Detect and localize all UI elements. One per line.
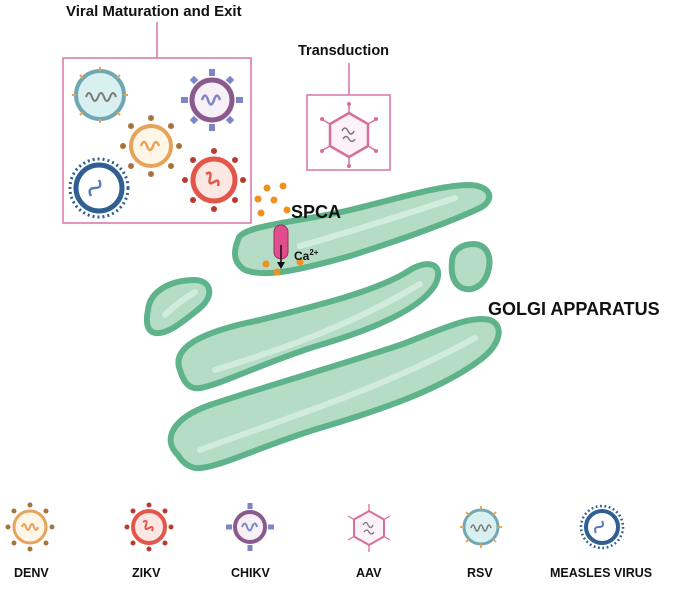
denv-virus-icon bbox=[120, 115, 182, 177]
legend-label-rsv: RSV bbox=[467, 566, 493, 580]
zikv-virus-icon bbox=[182, 148, 246, 212]
legend-chikv-icon bbox=[226, 503, 274, 551]
golgi-label: GOLGI APPARATUS bbox=[488, 299, 660, 319]
calcium-label: Ca2+ bbox=[294, 248, 319, 263]
transduction-box bbox=[306, 94, 391, 171]
golgi-vesicle-right bbox=[448, 241, 493, 293]
measles-virus-icon bbox=[68, 157, 130, 219]
legend-label-zikv: ZIKV bbox=[132, 566, 161, 580]
golgi-apparatus bbox=[143, 182, 502, 472]
legend-measles-icon bbox=[579, 504, 625, 550]
chikv-virus-icon bbox=[181, 69, 243, 131]
rsv-virus-icon bbox=[72, 67, 128, 123]
spca-label: SPCA bbox=[291, 202, 342, 222]
maturation-title: Viral Maturation and Exit bbox=[66, 3, 242, 20]
legend-aav-icon bbox=[347, 504, 391, 552]
legend-rsv-icon bbox=[460, 506, 502, 548]
legend-denv-icon bbox=[5, 502, 55, 552]
legend-label-denv: DENV bbox=[14, 566, 49, 580]
aav-virus-icon bbox=[320, 102, 378, 168]
golgi-highlights bbox=[162, 195, 478, 453]
golgi-cisterna-middle bbox=[175, 261, 442, 392]
legend-label-measles: MEASLES VIRUS bbox=[550, 566, 653, 580]
legend-label-aav: AAV bbox=[356, 566, 382, 580]
calcium-ions bbox=[254, 182, 304, 276]
maturation-box bbox=[62, 57, 252, 224]
legend-zikv-icon bbox=[124, 502, 174, 552]
legend-label-chikv: CHIKV bbox=[231, 566, 270, 580]
transduction-title: Transduction bbox=[298, 43, 390, 59]
